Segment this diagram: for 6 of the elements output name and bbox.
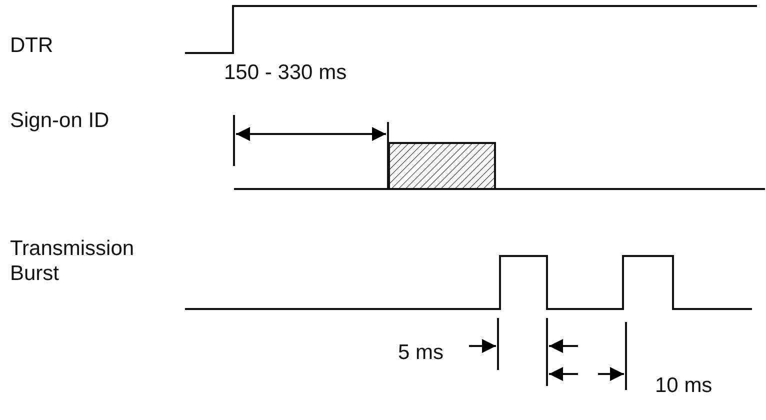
duration-label: 10 ms: [655, 373, 712, 398]
signal-label: Transmission Burst: [10, 236, 136, 286]
signal-label: Sign-on ID: [10, 108, 110, 133]
signal-label: DTR: [10, 33, 54, 58]
duration-label: 5 ms: [398, 340, 444, 365]
duration-label: 150 - 330 ms: [224, 60, 347, 85]
